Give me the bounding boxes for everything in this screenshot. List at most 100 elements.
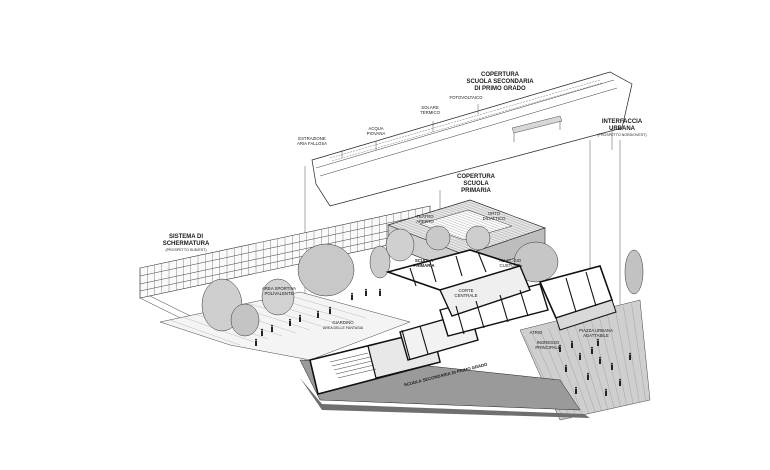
paving-line [598, 314, 621, 408]
person-figure [629, 352, 631, 360]
roof-secondary-volume [311, 71, 633, 207]
person-figure [317, 310, 319, 318]
court-line [247, 303, 325, 328]
paving-line [573, 321, 602, 412]
court-line [169, 319, 241, 346]
tree [369, 245, 391, 279]
partition-wall [499, 294, 509, 323]
person-figure [365, 288, 367, 296]
label-schermatura-sub: (PROSPETTO SUD/EST) [165, 248, 206, 252]
label-schermatura-2: SCHERMATURA [163, 241, 210, 247]
label-teatro-2: APERTO [416, 219, 434, 224]
paving-line [565, 323, 596, 413]
trees [201, 225, 644, 337]
facade-mullions [139, 206, 431, 298]
roof-stripe [443, 207, 520, 237]
tree [425, 225, 451, 251]
label-ingresso-2: PRINCIPALE [535, 345, 560, 350]
person-figure [255, 338, 257, 346]
tree [261, 278, 295, 316]
label-giardino-2: AREA DELLE FANTASIA [323, 326, 364, 330]
court-line [286, 294, 367, 319]
building-section [299, 249, 617, 418]
person-figure [599, 356, 601, 364]
tree [201, 278, 260, 337]
person-figure [597, 338, 599, 346]
partition-wall [519, 289, 529, 317]
person-figure [379, 288, 381, 296]
label-estrazione-2: ARIA FALLOSA [297, 141, 327, 146]
paving-line [606, 311, 628, 406]
label-giardino: GIARDINO [332, 320, 354, 325]
partition-wall [585, 271, 597, 307]
label-corte-centrale-2: CENTRALE [455, 293, 478, 298]
person-figure [611, 362, 613, 370]
roof-stripe [432, 211, 509, 241]
tree [385, 228, 415, 262]
label-roof-primary-2: SCUOLA [463, 181, 489, 187]
photovoltaic-panels [329, 79, 603, 162]
people-figures [255, 288, 631, 396]
paving-line [590, 316, 615, 409]
paving-line [548, 328, 583, 416]
roof-stripe [440, 208, 516, 238]
person-figure [605, 388, 607, 396]
person-figure [271, 324, 273, 332]
interior-walls [401, 251, 597, 361]
paving-line [631, 304, 646, 402]
person-figure [575, 386, 577, 394]
label-alloggio-2: CUSTODE [500, 263, 521, 268]
partition-wall [477, 251, 487, 273]
auditorium-seating [329, 352, 377, 379]
label-interfaccia: INTERFACCIA [602, 119, 643, 125]
label-schermatura: SISTEMA DI [169, 234, 203, 240]
person-figure [289, 318, 291, 326]
partition-wall [409, 267, 417, 287]
label-piazza-2: ADATTABILE [583, 333, 609, 338]
label-scuola-primaria-2: PRIMARIA [413, 263, 434, 268]
tree [513, 241, 559, 283]
tree [624, 249, 644, 295]
partition-wall [565, 277, 577, 313]
roof-stripe [462, 202, 538, 231]
partition-wall [455, 305, 465, 335]
partition-wall [401, 329, 411, 361]
label-corte-centrale: CORTE [459, 288, 474, 293]
label-roof-primary: COPERTURA [457, 174, 496, 180]
roof-stripe [428, 212, 506, 242]
partition-wall [419, 325, 429, 355]
partition-wall [429, 261, 437, 283]
person-figure [565, 364, 567, 372]
paving-line [623, 306, 640, 403]
roof-stripe [458, 203, 535, 232]
partition-wall [475, 300, 485, 329]
label-ingresso: INGRESSO [537, 340, 560, 345]
person-figure [329, 306, 331, 314]
label-interfaccia-sub: (PROSPETTO NORD/OVEST) [597, 133, 646, 137]
label-piazza: PIAZZA URBANA [579, 328, 613, 333]
label-roof-primary-3: PRIMARIA [461, 188, 491, 194]
label-roof-secondary-3: DI PRIMO GRADO [474, 86, 526, 92]
label-atrio: ATRIO [530, 330, 543, 335]
tree [465, 225, 491, 251]
person-figure [571, 340, 573, 348]
paving-line [614, 309, 634, 405]
person-figure [591, 346, 593, 354]
label-area-sportiva-2: POLIVALENTE [264, 291, 293, 296]
roof-stripe [466, 200, 542, 230]
person-figure [299, 314, 301, 322]
label-roof-secondary: COPERTURA [481, 72, 520, 78]
label-teatro: TEATRO [416, 214, 434, 219]
person-figure [587, 372, 589, 380]
label-orto: ORTO [488, 211, 501, 216]
person-figure [559, 344, 561, 352]
person-figure [619, 378, 621, 386]
paving-line [557, 326, 590, 415]
roof-stripe [436, 210, 513, 240]
person-figure [579, 352, 581, 360]
label-solare-termico: SOLARE [421, 105, 439, 110]
solar-collector [511, 115, 563, 142]
label-orto-2: DIDATTICO [483, 216, 506, 221]
label-fotovoltaico: FOTOVOLTAICO [450, 95, 484, 100]
